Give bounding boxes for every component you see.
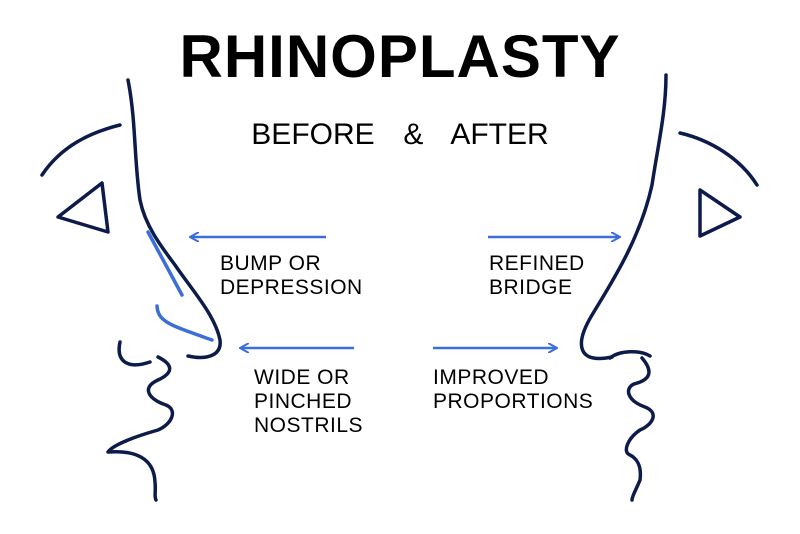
nostrils-label: WIDE OR PINCHED NOSTRILS <box>254 366 363 438</box>
nostrils-label-line-1: WIDE OR <box>254 366 350 389</box>
bridge-label: REFINED BRIDGE <box>489 252 585 300</box>
arrows <box>191 237 619 348</box>
bump-label-line-1: BUMP OR <box>220 252 322 275</box>
after-nostril <box>608 350 652 360</box>
proportions-label-line-1: IMPROVED <box>433 366 550 389</box>
after-forehead-nose-outline <box>579 73 668 361</box>
before-mouth-chin <box>106 355 175 502</box>
before-problem-highlights <box>146 230 214 342</box>
bridge-label-line-2: BRIDGE <box>489 276 573 299</box>
before-forehead-nose-outline <box>126 78 222 360</box>
after-brow <box>678 131 759 187</box>
proportions-label-line-2: PROPORTIONS <box>433 390 594 413</box>
proportions-label: IMPROVED PROPORTIONS <box>433 366 593 414</box>
bump-label-line-2: DEPRESSION <box>220 276 363 299</box>
nostril-highlight <box>155 304 214 342</box>
diagram-title: RHINOPLASTY <box>179 23 621 90</box>
nostrils-label-line-3: NOSTRILS <box>254 414 364 437</box>
after-eye <box>698 188 742 238</box>
after-profile <box>579 73 759 502</box>
bump-highlight <box>146 230 184 297</box>
diagram-subtitle: BEFORE & AFTER <box>251 118 549 151</box>
before-brow <box>40 123 122 177</box>
bridge-label-line-1: REFINED <box>489 252 585 275</box>
before-profile <box>40 78 222 502</box>
before-eye <box>56 181 110 234</box>
after-mouth-chin <box>624 356 655 502</box>
bump-label: BUMP OR DEPRESSION <box>220 252 363 300</box>
before-nostril <box>117 340 152 367</box>
nostrils-label-line-2: PINCHED <box>254 390 353 413</box>
